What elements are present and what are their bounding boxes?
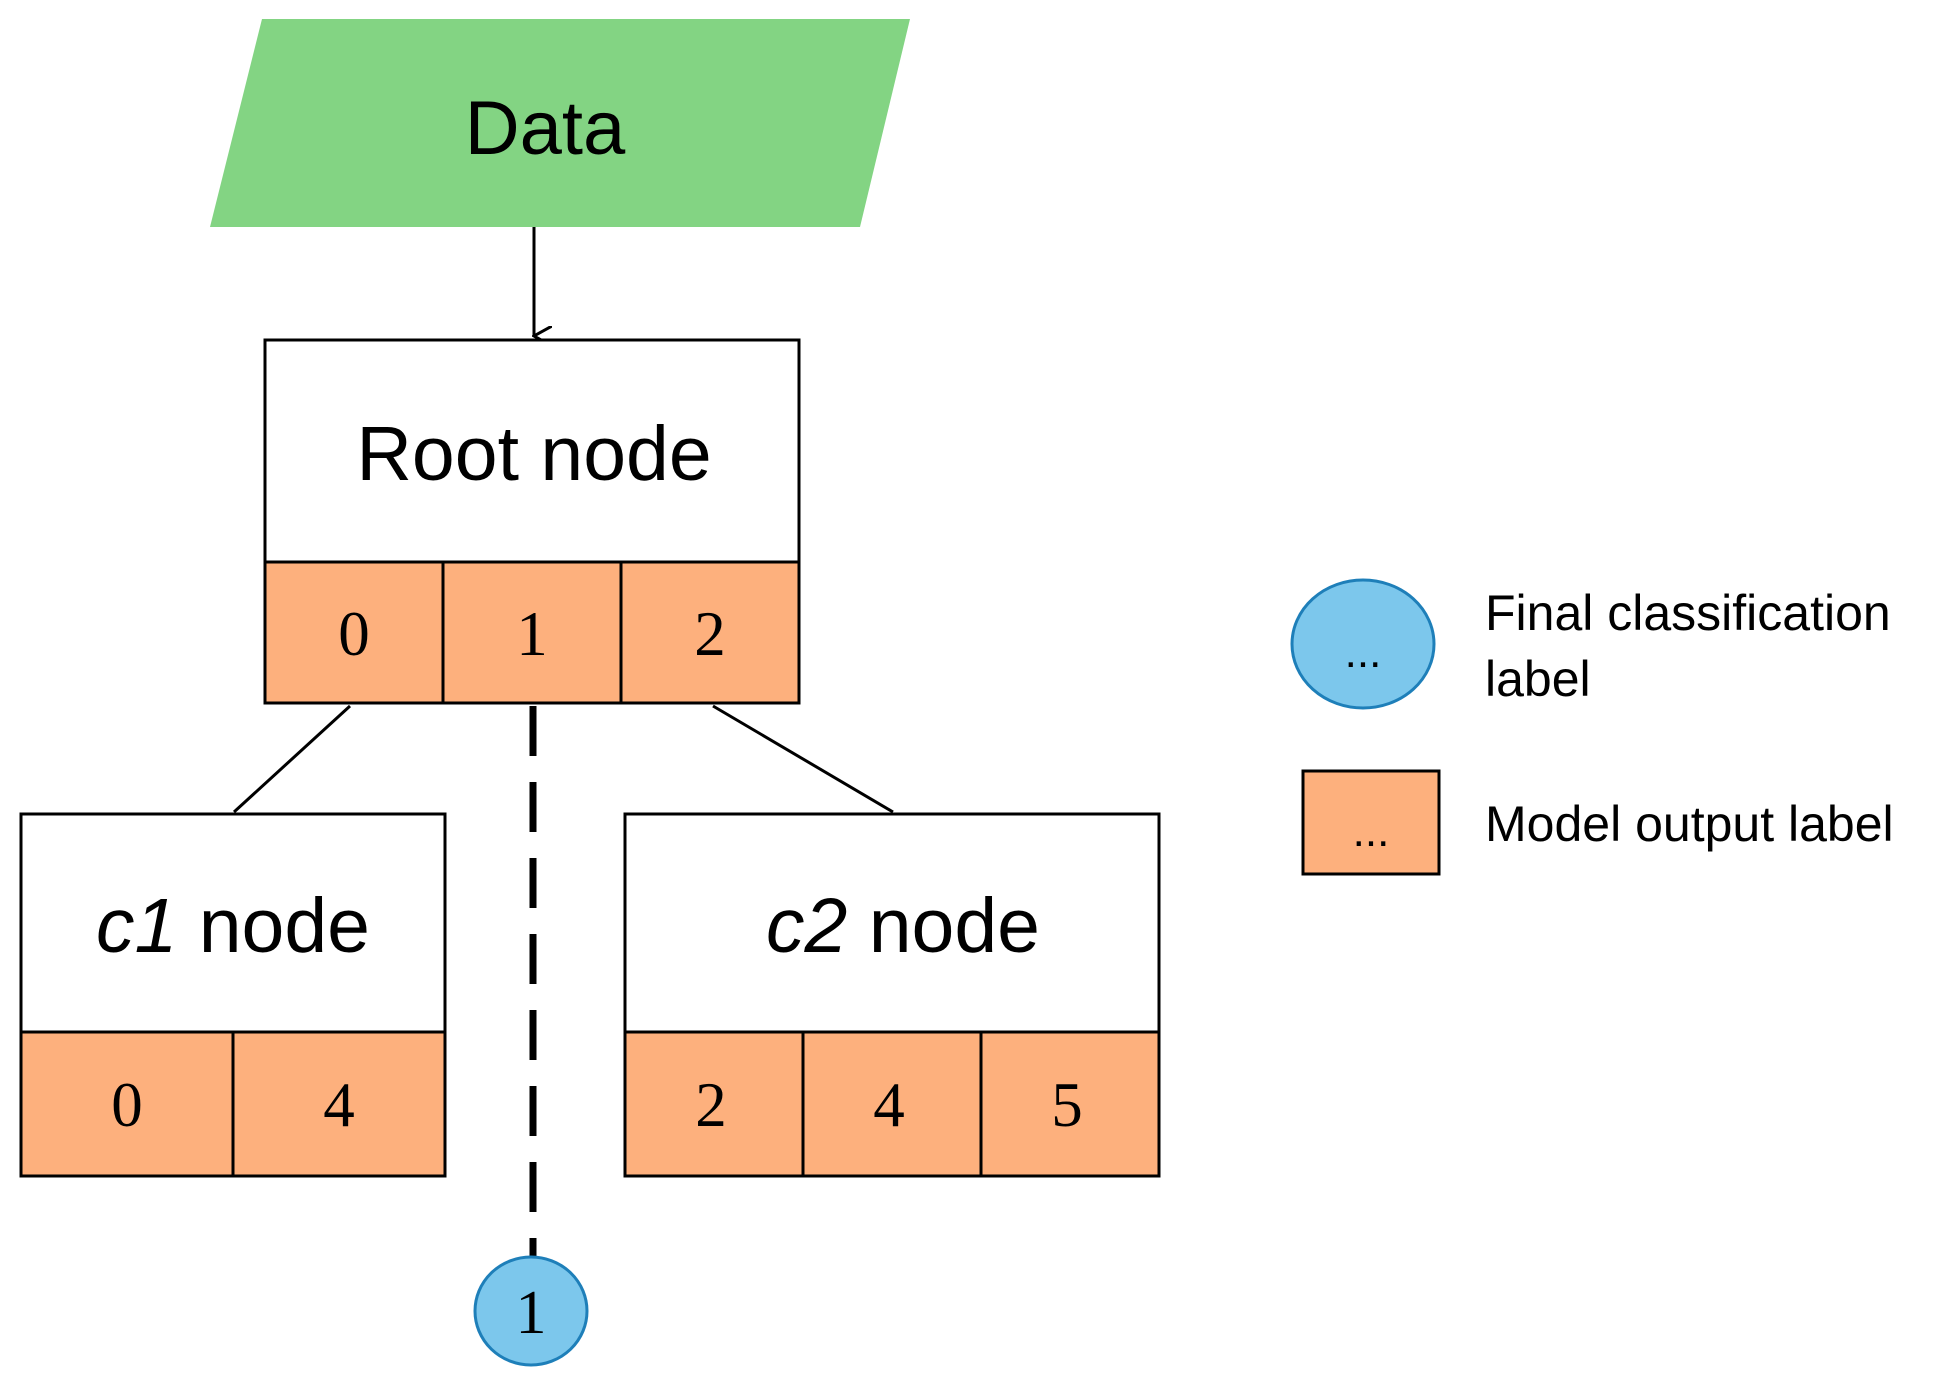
- final-classification-value: 1: [516, 1279, 547, 1347]
- legend-final-classification-line1: Final classification: [1485, 585, 1891, 641]
- data-node-shape: [210, 19, 910, 227]
- c1-node-output-labels: 0 4: [19, 1030, 447, 1178]
- root-output-label: 2: [694, 599, 726, 669]
- root-output-cell: [619, 560, 801, 705]
- c2-output-cell: [979, 1030, 1161, 1178]
- root-node-title: Root node: [356, 411, 711, 497]
- legend-final-classification-symbol-text: ...: [1345, 628, 1382, 677]
- legend-item-model-output: ... Model output label: [1301, 769, 1894, 876]
- c1-node: c1 node 0 4: [19, 812, 447, 1178]
- legend-final-classification-text: Final classification label: [1485, 585, 1891, 707]
- c2-output-label: 4: [873, 1070, 905, 1140]
- root-node-output-labels: 0 1 2: [263, 560, 801, 705]
- c1-output-cell: [231, 1030, 447, 1178]
- root-to-c2-connector: [712, 704, 894, 814]
- legend-model-output-symbol: [1301, 769, 1441, 876]
- c1-node-title: c1 node: [96, 883, 370, 969]
- root-node: Root node 0 1 2: [263, 338, 801, 705]
- root-output-cell: [441, 560, 623, 705]
- c1-output-label: 0: [111, 1070, 143, 1140]
- c2-output-cell: [801, 1030, 983, 1178]
- data-node: Data: [210, 19, 910, 227]
- c1-node-header: [19, 812, 447, 1034]
- legend: ... Final classification label ... Model …: [1290, 578, 1894, 876]
- legend-model-output-text: Model output label: [1485, 796, 1894, 852]
- c2-node-output-labels: 2 4 5: [623, 1030, 1161, 1178]
- root-output-label: 1: [516, 599, 548, 669]
- legend-model-output-symbol-text: ...: [1353, 807, 1390, 856]
- root-output-label: 0: [338, 599, 370, 669]
- c2-output-cell: [623, 1030, 805, 1178]
- c1-output-label: 4: [323, 1070, 355, 1140]
- c2-output-label: 2: [695, 1070, 727, 1140]
- legend-final-classification-symbol: [1290, 578, 1436, 710]
- legend-item-final-classification: ... Final classification label: [1290, 578, 1891, 710]
- root-node-header: [263, 338, 801, 564]
- c2-node: c2 node 2 4 5: [623, 812, 1161, 1178]
- c2-output-label: 5: [1051, 1070, 1083, 1140]
- root-output-cell: [263, 560, 445, 705]
- c2-node-header: [623, 812, 1161, 1034]
- final-classification-node: 1: [473, 1255, 589, 1367]
- root-to-c1-connector: [232, 704, 352, 814]
- final-classification-circle: [473, 1255, 589, 1367]
- data-node-label: Data: [465, 86, 626, 171]
- legend-final-classification-line2: label: [1485, 651, 1591, 707]
- c2-node-title: c2 node: [766, 883, 1040, 969]
